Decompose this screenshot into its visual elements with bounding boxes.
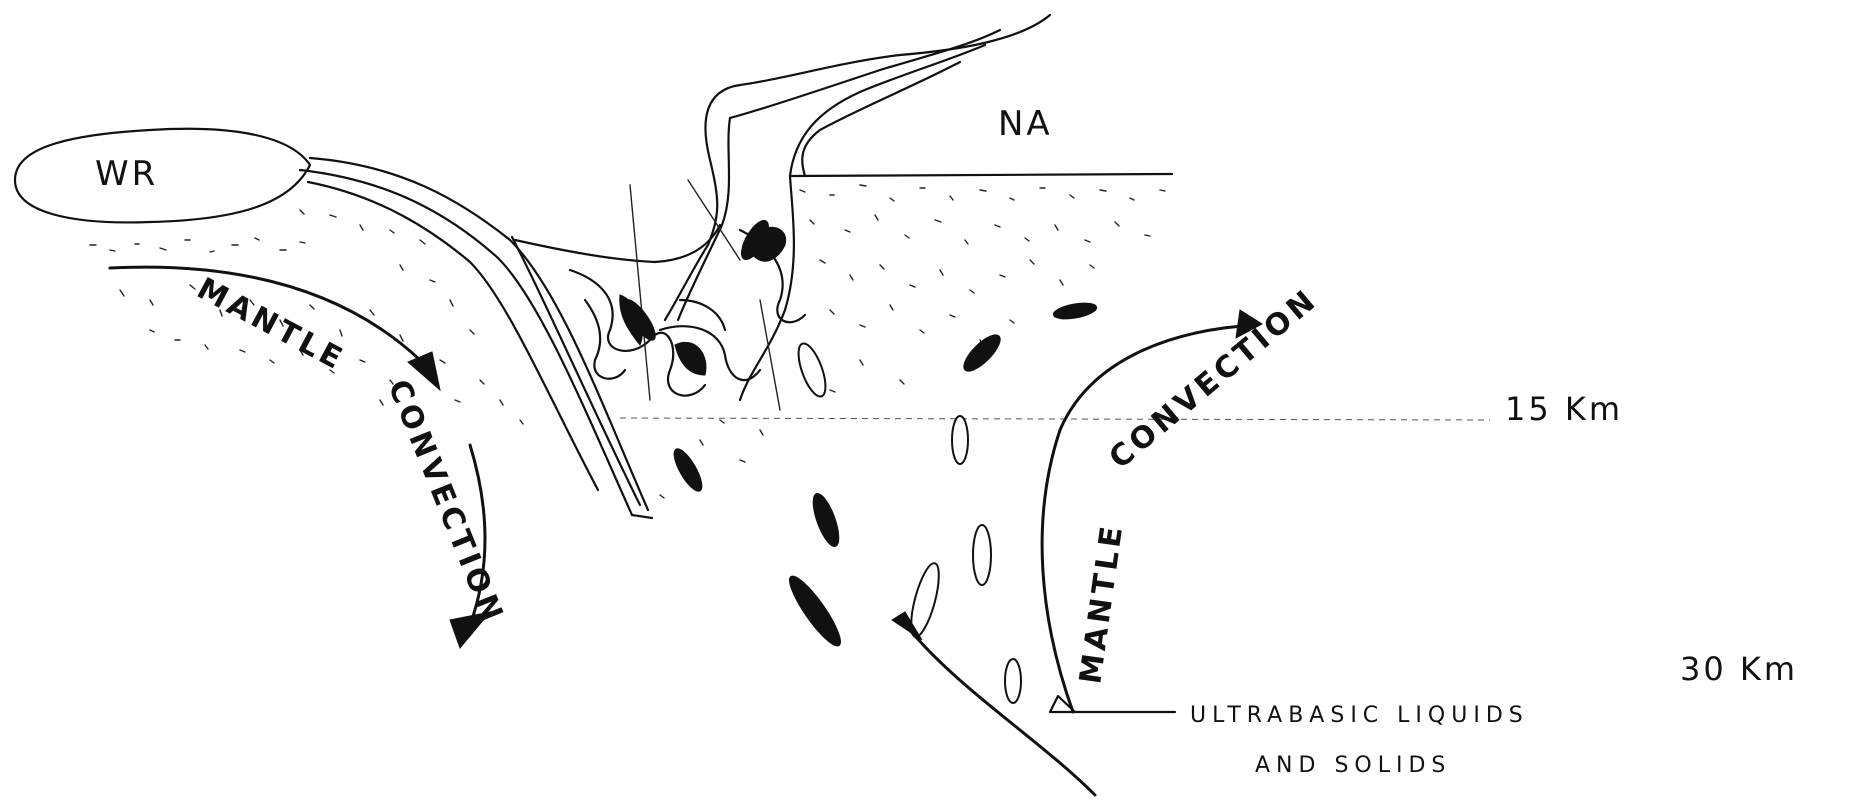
mantle-label-right: MANTLE — [1073, 521, 1130, 687]
dark-ultrabasic-bodies — [620, 216, 1098, 651]
central-folds — [570, 180, 805, 410]
mantle-label-left: MANTLE — [191, 271, 351, 378]
ultrabasic-caption-line2: AND SOLIDS — [1255, 753, 1451, 778]
trough-outline — [515, 225, 720, 262]
depth-30-label: 30 Km — [1680, 650, 1798, 688]
convection-label-left: CONVECTION — [381, 375, 511, 630]
na-surface-line — [790, 174, 1172, 176]
dark-fold-lenses — [620, 227, 822, 389]
depth-15-reference-line — [620, 418, 1490, 420]
convection-label-right: CONVECTION — [1103, 282, 1325, 476]
stipple-left — [90, 210, 523, 424]
wr-label: WR — [95, 154, 158, 194]
stipple-right — [660, 185, 1165, 498]
ultrabasic-caption-line1: ULTRABASIC LIQUIDS — [1190, 703, 1529, 728]
na-label: NA — [998, 104, 1053, 144]
wr-block — [15, 129, 310, 223]
depth-15-label: 15 Km — [1505, 390, 1623, 428]
